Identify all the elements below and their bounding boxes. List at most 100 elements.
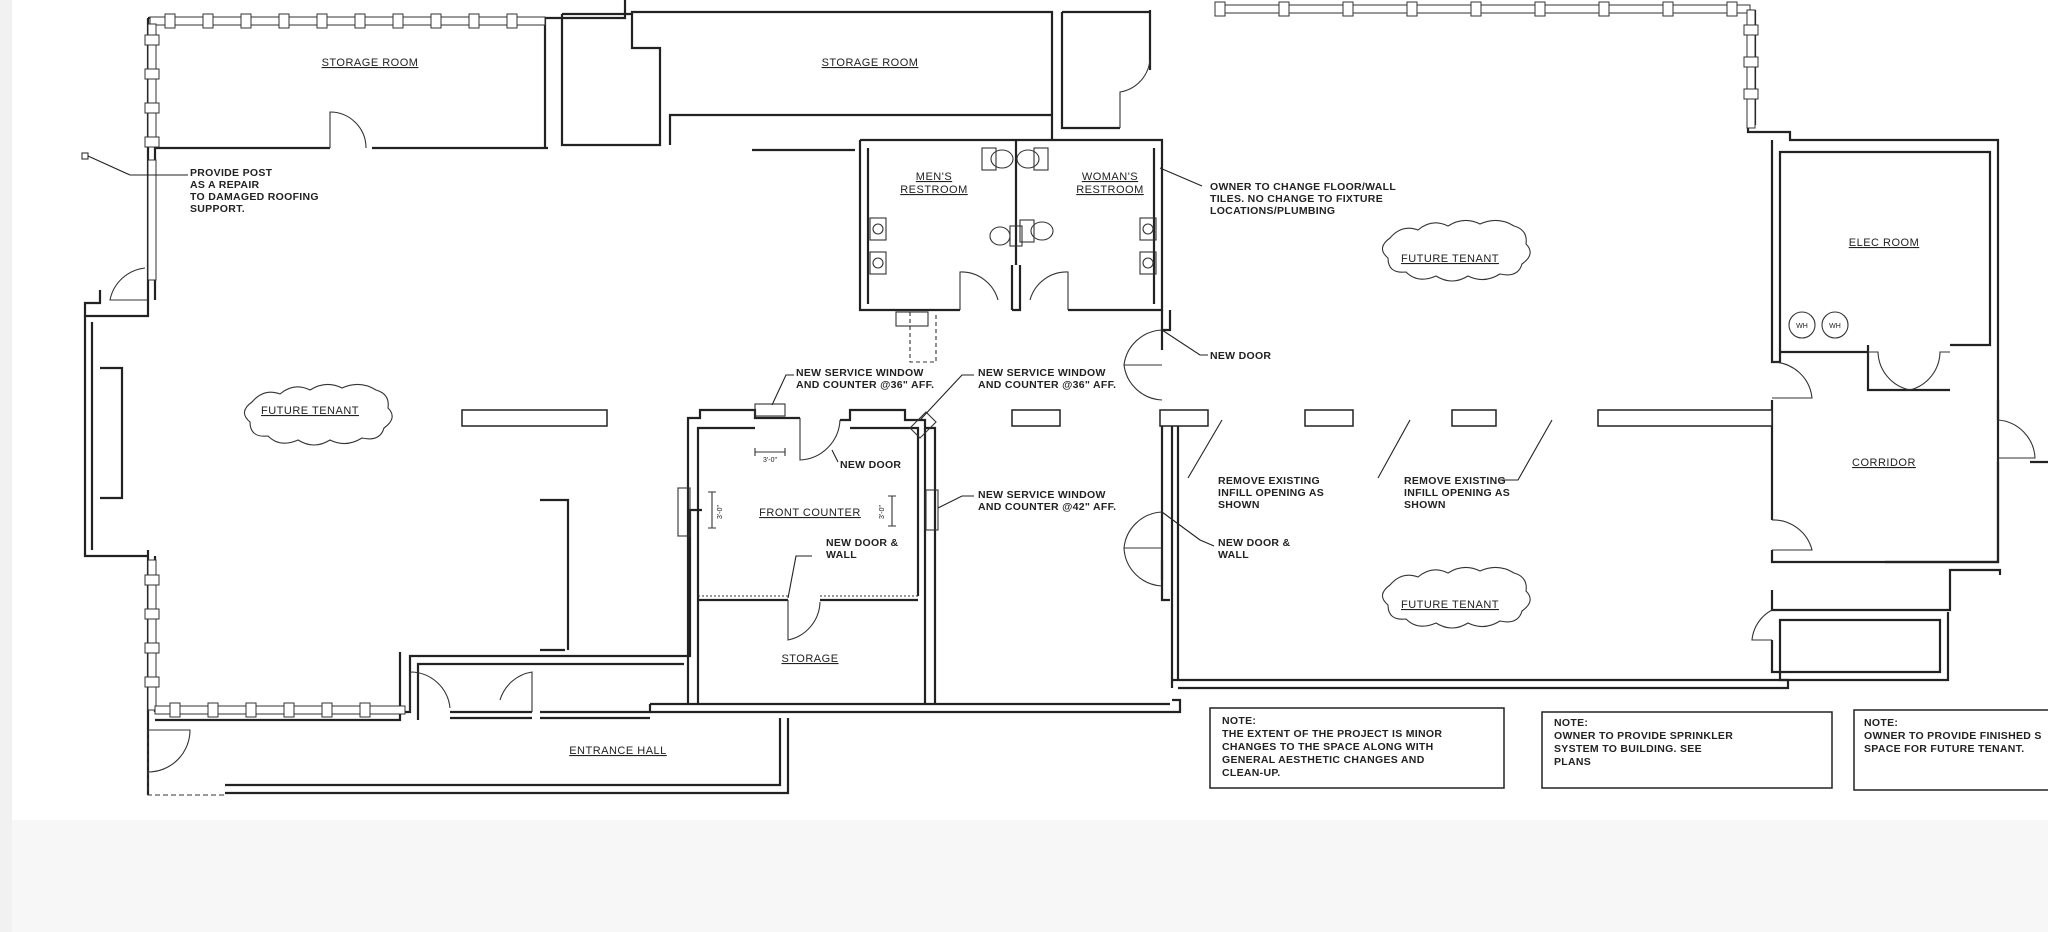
anno-remove-infill-2-a: REMOVE EXISTING [1404,475,1506,487]
door-mens [959,271,999,310]
sink-1-bowl [872,223,884,235]
dim-label-1: 3'-0" [763,457,777,464]
anno-new-door-mid: NEW DOOR [840,459,901,471]
door-top-small [1119,59,1151,128]
window-mullion [1743,88,1759,100]
restroom-dashed-outline [909,312,937,363]
anno-service-window-2-b: AND COUNTER @36" AFF. [978,379,1116,391]
wall-elec-door [1866,345,1950,392]
window-mullion [1534,1,1546,17]
anno-service-window-3-a: NEW SERVICE WINDOW [978,489,1106,501]
window-mullion [468,13,480,29]
toilet-1 [981,147,1014,171]
anno-owner-floor-3: LOCATIONS/PLUMBING [1210,205,1335,217]
label-womens-line-1: WOMAN'S [1082,171,1138,183]
window-mullion [1214,1,1226,17]
label-mens-line-2: RESTROOM [900,184,968,196]
leader-remove-infill-2b [1500,419,1553,481]
wall-lower-right-room-outer [1778,612,1950,682]
anno-new-door-wall-left-a: NEW DOOR & [826,537,899,549]
leader-new-door-mid [831,449,839,463]
toilet-2 [1016,147,1049,171]
service-window-2 [909,411,937,439]
label-wh-1: WH [1796,323,1808,330]
window-mullion [1470,1,1482,17]
label-storage-room-center: STORAGE ROOM [822,57,919,69]
wall-center-bottom [650,698,1182,714]
window-strip-right-vertical [1746,9,1756,129]
wall-left-upper [83,290,150,318]
window-mullion [430,13,442,29]
wall-front-counter-inner-right [850,426,920,596]
note-3-line-2: SPACE FOR FUTURE TENANT. [1864,743,2024,755]
sink-2-bowl [872,257,884,269]
door-entrance-outer [147,729,191,773]
wall-right-tenant-bottom [1172,678,1790,690]
window-mullion [316,13,328,29]
window-mullion [392,13,404,29]
anno-remove-infill-2-c: SHOWN [1404,499,1446,511]
note-1-line-4: CLEAN-UP. [1222,767,1281,779]
post-symbol [81,152,89,160]
note-1-line-2: CHANGES TO THE SPACE ALONG WITH [1222,741,1434,753]
anno-service-window-1-b: AND COUNTER @36" AFF. [796,379,934,391]
door-entrance-left [409,671,451,712]
note-2-title: NOTE: [1554,717,1588,729]
note-box-1 [1209,707,1505,789]
anno-owner-floor-1: OWNER TO CHANGE FLOOR/WALL [1210,181,1396,193]
door-front-counter [799,418,841,461]
window-mullion [169,702,181,718]
note-box-2 [1541,711,1833,789]
window-mullion [359,702,371,718]
sink-1 [869,217,887,241]
label-future-tenant-lower-right: FUTURE TENANT [1401,599,1499,611]
anno-provide-post-1: PROVIDE POST [190,167,273,179]
window-mullion [1726,1,1738,17]
wall-bottom-left-inner [155,652,684,722]
window-mullion [240,13,252,29]
toilet-3 [1019,219,1054,243]
wall-top-jog [545,0,627,20]
wall-restrooms-left [858,140,960,312]
anno-service-window-2-a: NEW SERVICE WINDOW [978,367,1106,379]
window-mullion [1406,1,1418,17]
wall-right-tenant-left [1170,410,1180,688]
infill-bar-right [1597,409,1773,427]
wall-storage-center-bottom [668,113,1052,145]
wall-front-counter-top-right [840,408,927,704]
doors [109,59,2036,773]
anno-new-door-wall-right-b: WALL [1218,549,1249,561]
wall-bottom-left [155,508,702,714]
label-front-counter: FRONT COUNTER [759,507,861,519]
leader-owner-floor [1159,167,1203,187]
note-2-line-3: PLANS [1554,756,1591,768]
anno-new-door-wall-left-b: WALL [826,549,857,561]
anno-remove-infill-1-a: REMOVE EXISTING [1218,475,1320,487]
label-storage: STORAGE [781,653,838,665]
infill-bar-1 [1011,409,1061,427]
wall-door-jamb-top [1160,310,1172,332]
anno-owner-floor-2: TILES. NO CHANGE TO FIXTURE [1210,193,1383,205]
notes: NOTE: THE EXTENT OF THE PROJECT IS MINOR… [1222,715,2041,779]
note-1-line-1: THE EXTENT OF THE PROJECT IS MINOR [1222,728,1442,740]
windows-top-left [149,13,546,29]
wall-front-counter-left-inner [696,426,755,704]
window-mullion [144,68,160,80]
label-entrance-hall: ENTRANCE HALL [569,745,667,757]
left-margin [0,0,12,932]
wall-entrance-bottom-outer [225,718,790,795]
door-new-mid-a [1123,511,1163,549]
wall-front-counter-left [686,408,800,704]
anno-remove-infill-1-c: SHOWN [1218,499,1260,511]
wall-column [540,498,570,652]
note-2-line-1: OWNER TO PROVIDE SPRINKLER [1554,730,1733,742]
wall-left-outer [83,316,148,558]
window-mullion [144,608,160,620]
dim-mark-3 [888,495,896,527]
wall-left-inner [90,322,124,550]
anno-remove-infill-1-b: INFILL OPENING AS [1218,487,1324,499]
window-mullion [1598,1,1610,17]
window-mullion [164,13,176,29]
wall-lower-right [1770,568,2002,612]
window-strip-left-mid [147,159,157,281]
